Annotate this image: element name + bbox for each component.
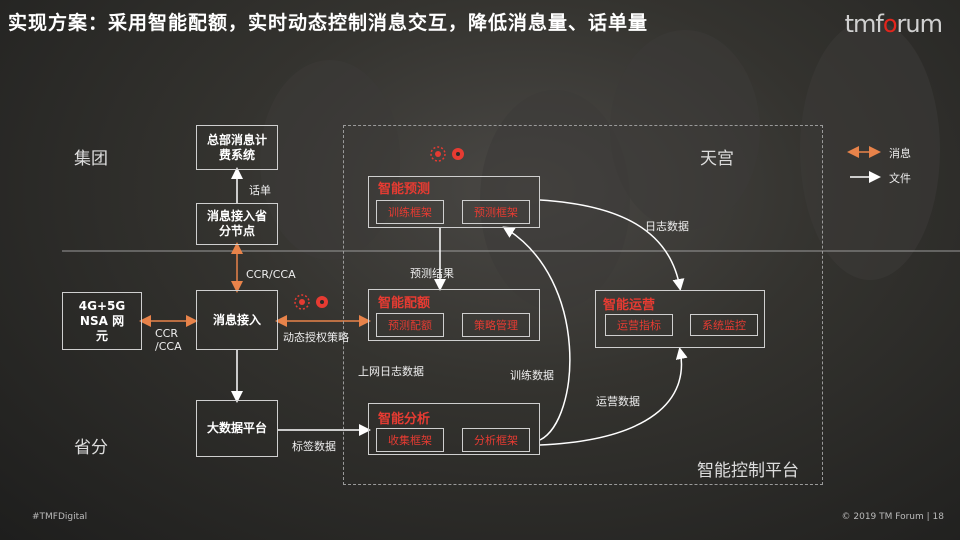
edge-dynamic-policy: 动态授权策略 xyxy=(283,331,349,344)
edge-online-log: 上网日志数据 xyxy=(358,365,424,378)
billing-center-node: 总部消息计费系统 xyxy=(196,125,278,170)
prediction-framework: 预测框架 xyxy=(462,200,530,224)
legend-message: 消息 xyxy=(889,147,911,160)
ops-module xyxy=(595,290,765,348)
province-label: 省分 xyxy=(74,438,108,458)
collection-framework: 收集框架 xyxy=(376,428,444,452)
bigdata-node: 大数据平台 xyxy=(196,400,278,457)
gear-icon xyxy=(292,292,332,312)
access-node: 消息接入省分节点 xyxy=(196,203,278,245)
edge-ccr-cca-top: CCR/CCA xyxy=(246,268,296,281)
quota-module xyxy=(368,289,540,341)
hashtag: #TMFDigital xyxy=(32,512,88,522)
tmforum-logo: tmforum xyxy=(844,10,943,38)
message-access-node: 消息接入 xyxy=(196,290,278,350)
page-title: 实现方案：采用智能配额，实时动态控制消息交互，降低消息量、话单量 xyxy=(8,12,649,34)
analysis-module xyxy=(368,403,540,455)
quota-title: 智能配额 xyxy=(378,296,431,311)
edge-tag-data: 标签数据 xyxy=(292,440,336,453)
edge-cdr: 话单 xyxy=(249,184,271,197)
platform-region xyxy=(343,125,823,485)
network-element-node: 4G+5G NSA 网元 xyxy=(62,292,142,350)
policy-management: 策略管理 xyxy=(462,313,530,337)
edge-ops-data: 运营数据 xyxy=(596,395,640,408)
prediction-title: 智能预测 xyxy=(378,182,431,197)
analysis-framework: 分析框架 xyxy=(462,428,530,452)
system-monitoring: 系统监控 xyxy=(690,314,758,336)
edge-training-data: 训练数据 xyxy=(510,369,554,382)
tiangong-label: 天宫 xyxy=(700,149,734,169)
group-label: 集团 xyxy=(74,149,108,169)
copyright: © 2019 TM Forum | 18 xyxy=(841,512,945,522)
edge-prediction-result: 预测结果 xyxy=(410,267,454,280)
ops-title: 智能运营 xyxy=(603,298,656,313)
edge-ccr-cca-left: CCR /CCA xyxy=(155,327,182,354)
ops-metrics: 运营指标 xyxy=(605,314,673,336)
predicted-quota: 预测配额 xyxy=(376,313,444,337)
legend-file: 文件 xyxy=(889,172,911,185)
training-framework: 训练框架 xyxy=(376,200,444,224)
control-platform-label: 智能控制平台 xyxy=(697,461,799,481)
edge-log-data: 日志数据 xyxy=(645,220,689,233)
gear-icon xyxy=(428,144,468,164)
prediction-module xyxy=(368,176,540,228)
analysis-title: 智能分析 xyxy=(378,412,431,427)
